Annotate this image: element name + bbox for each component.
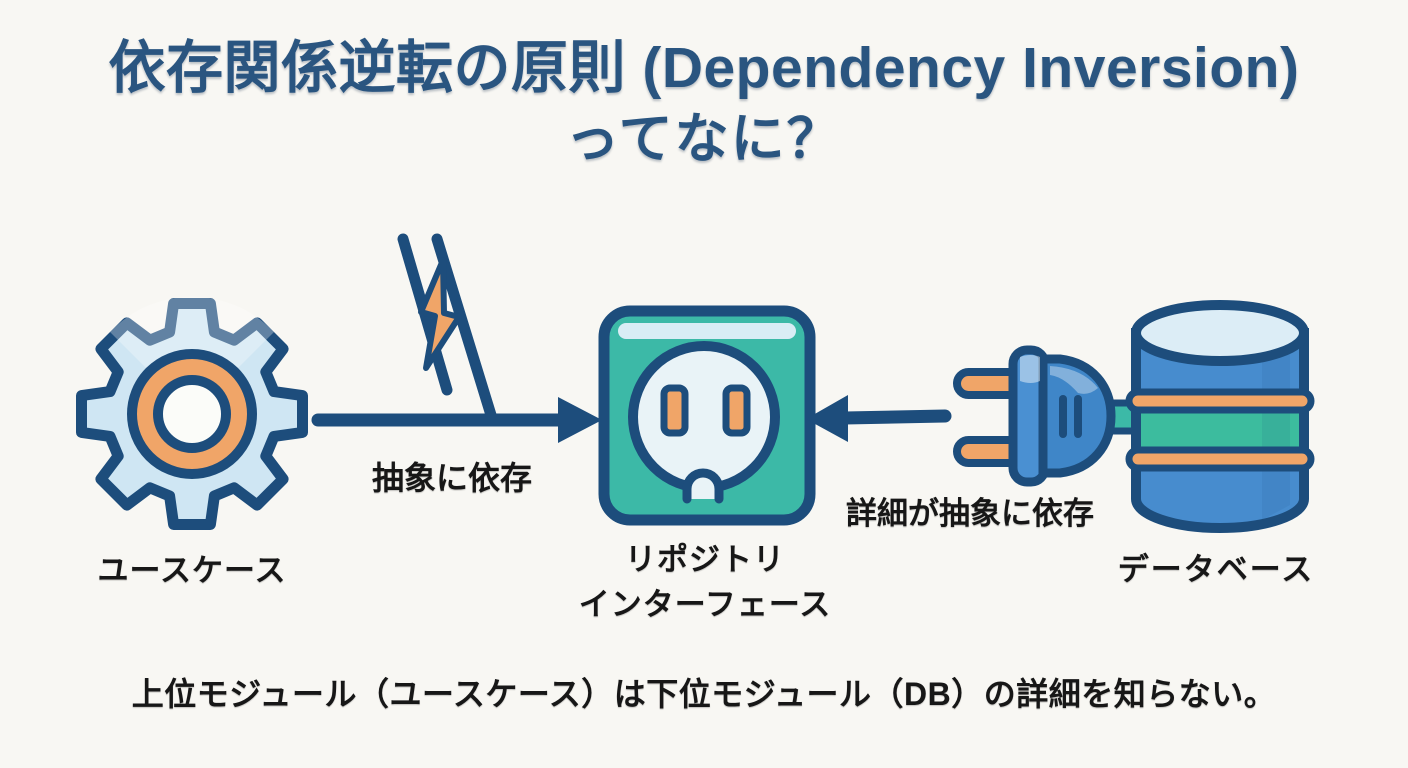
- bottom-caption: 上位モジュール（ユースケース）は下位モジュール（DB）の詳細を知らない。: [131, 676, 1277, 712]
- plug-icon: [953, 345, 1116, 487]
- node-label-database: データベース: [1117, 552, 1315, 587]
- node-label-repository-line2: インターフェース: [578, 586, 832, 622]
- arrow-right-icon: [311, 397, 602, 443]
- outlet-slot-left: [660, 384, 689, 437]
- node-label-usecase: ユースケース: [97, 553, 287, 588]
- database-icon: [1125, 300, 1315, 533]
- lightning-icon: [397, 233, 497, 421]
- outlet-icon: [598, 305, 816, 526]
- page-title: 依存関係逆転の原則 (Dependency Inversion) ってなに？: [0, 34, 1408, 174]
- edge-label-depends-on-abstraction: 抽象に依存: [371, 460, 532, 496]
- node-label-repository-interface: リポジトリ インターフェース: [505, 538, 905, 628]
- arrow-left-icon: [806, 395, 952, 442]
- plug-body-highlight: [1050, 366, 1098, 394]
- edge-label-details-depend: 詳細が抽象に依存: [846, 496, 1094, 531]
- gear-hole: [153, 375, 231, 453]
- title-line2: ってなに？: [565, 109, 843, 170]
- node-label-repository-line1: リポジトリ: [625, 542, 785, 577]
- database-band-bottom: [1125, 446, 1315, 472]
- database-band-top: [1125, 388, 1315, 414]
- database-top: [1131, 300, 1309, 366]
- database-shade: [1262, 340, 1290, 520]
- title-line1: 依存関係逆転の原則 (Dependency Inversion): [108, 36, 1300, 100]
- gear-icon: [76, 296, 308, 530]
- plug-highlight: [1020, 355, 1040, 383]
- outlet-notch: [682, 468, 724, 504]
- outlet-slot-right: [722, 384, 751, 437]
